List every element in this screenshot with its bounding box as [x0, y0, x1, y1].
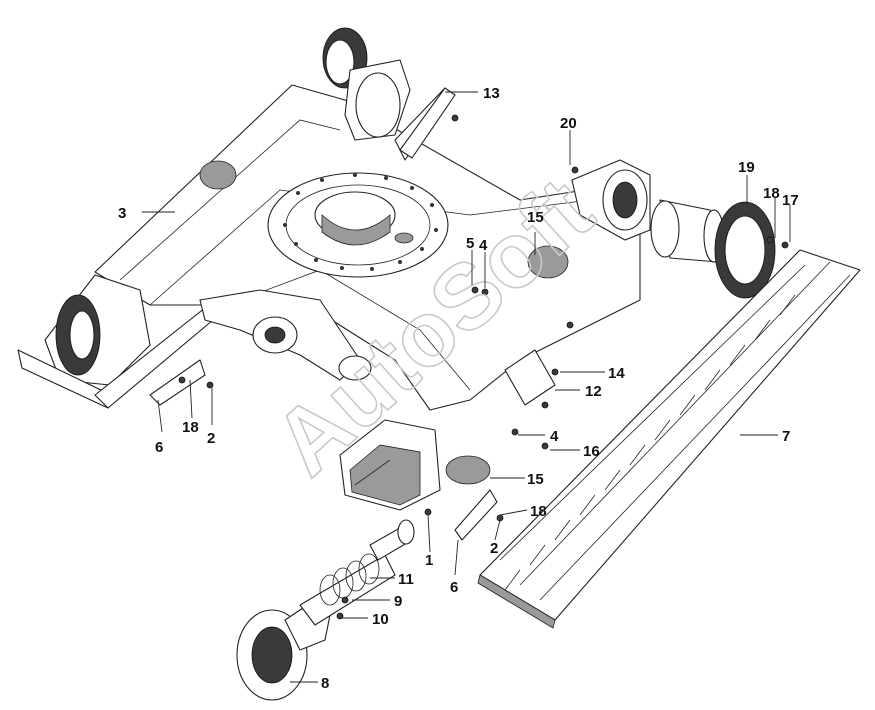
rubber-mount-lower: [445, 455, 491, 485]
label-7: 7: [782, 428, 790, 445]
label-12: 12: [585, 383, 602, 400]
label-4-top: 4: [479, 237, 488, 254]
slewing-ring-holes: [283, 173, 438, 271]
label-8: 8: [321, 675, 329, 692]
plate-12: [504, 349, 556, 406]
label-16: 16: [583, 443, 600, 460]
label-15-bottom: 15: [527, 471, 544, 488]
label-2-bottom: 2: [490, 540, 498, 557]
fasteners: [178, 114, 789, 620]
label-11: 11: [398, 571, 414, 588]
track-pad-lines: [504, 294, 796, 591]
idler-tensioner-group: [236, 519, 415, 701]
label-20: 20: [560, 115, 577, 132]
label-3: 3: [118, 205, 126, 222]
cover-13: [399, 87, 456, 159]
leader-lines: [142, 91, 791, 683]
label-17: 17: [782, 192, 799, 209]
label-10: 10: [372, 611, 389, 628]
part-labels: 13 20 3 19 18 17 15 5 4 14 12 7 4 16 15 …: [118, 85, 799, 692]
label-4-bottom: 4: [550, 428, 559, 445]
label-6-bottom: 6: [450, 579, 458, 596]
label-18-top: 18: [763, 185, 780, 202]
label-5: 5: [466, 235, 474, 252]
label-6-left: 6: [155, 439, 163, 456]
label-15-top: 15: [527, 209, 544, 226]
label-13: 13: [483, 85, 500, 102]
rubber-mount-upper: [527, 245, 569, 279]
label-9: 9: [394, 593, 402, 610]
track-chain: [477, 249, 861, 629]
label-19: 19: [738, 159, 755, 176]
label-18-left: 18: [182, 419, 199, 436]
label-2-left: 2: [207, 430, 215, 447]
label-14: 14: [608, 365, 625, 382]
label-1: 1: [425, 552, 433, 569]
bracket-6-left: [149, 359, 206, 406]
bracket-6-right: [454, 489, 498, 541]
rubber-mount-left: [199, 160, 237, 190]
label-18-bottom: 18: [530, 503, 547, 520]
